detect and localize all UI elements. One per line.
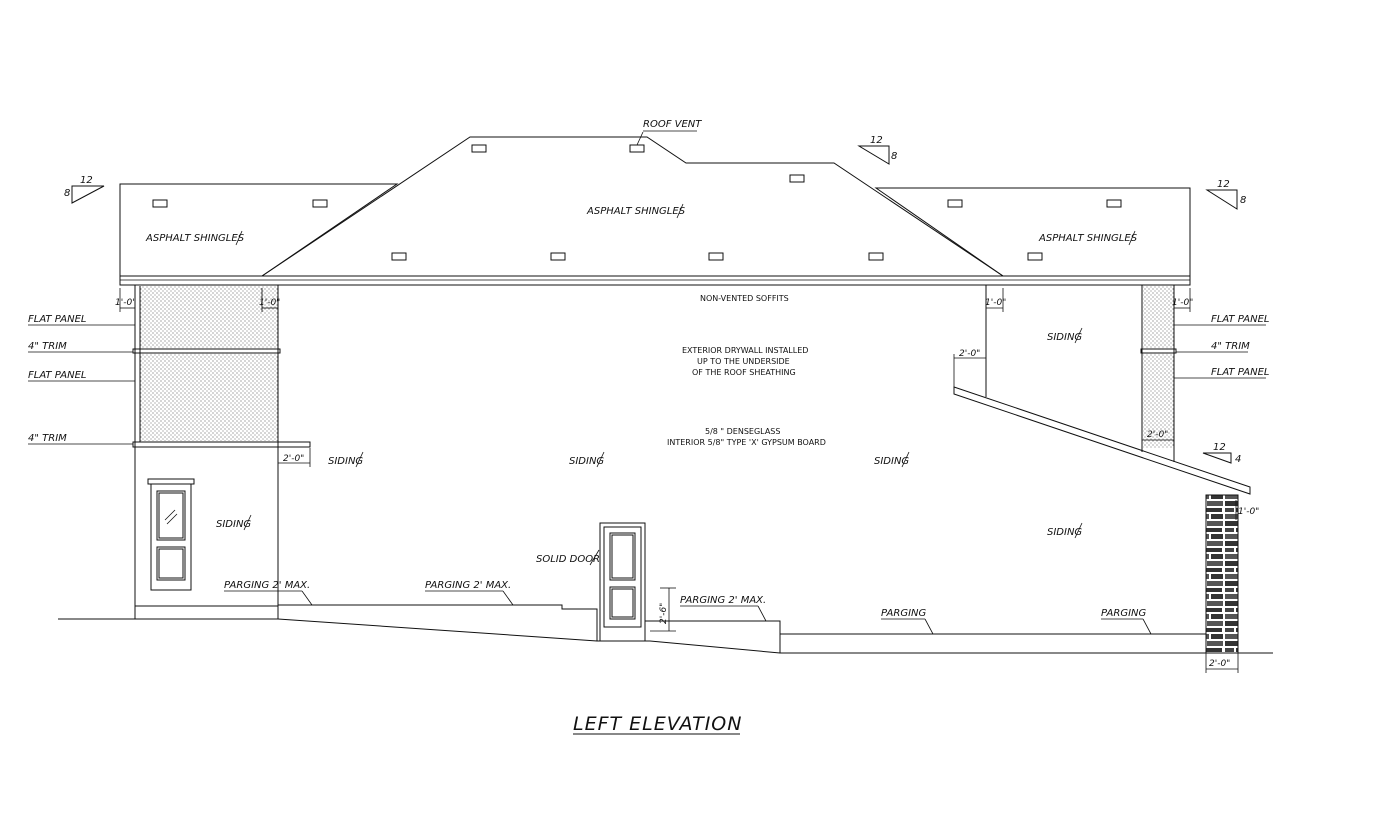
asphalt-shingles-left-label: ASPHALT SHINGLES — [145, 233, 245, 244]
parging-label: PARGING 2' MAX. — [224, 580, 310, 591]
asphalt-shingles-center-label: ASPHALT SHINGLES — [586, 206, 686, 217]
svg-text:1'-0": 1'-0" — [1238, 507, 1259, 517]
dimension-right-panel: 2'-0" — [1142, 430, 1174, 441]
fascia — [119, 275, 1191, 286]
flat-panel-left-lower-label: FLAT PANEL — [28, 370, 86, 381]
dimension-step-height: 2'-6" — [650, 587, 676, 632]
svg-text:8: 8 — [891, 151, 897, 162]
slope-indicator-porch: 12 4 — [1202, 442, 1241, 465]
siding-label: SIDING — [1047, 332, 1082, 343]
flat-panel-right-upper — [1143, 286, 1174, 348]
svg-text:OF THE ROOF SHEATHING: OF THE ROOF SHEATHING — [692, 368, 796, 377]
solid-door-label: SOLID DOOR — [536, 554, 600, 565]
siding-label: SIDING — [328, 456, 363, 467]
dimension-column-overhang: 1'-0" — [1235, 500, 1259, 520]
dimension-porch-offset: 2'-0" — [953, 349, 986, 387]
roof-vents — [152, 144, 1122, 261]
flat-panel-left-upper — [140, 286, 278, 348]
drywall-note: EXTERIOR DRYWALL INSTALLED UP TO THE UND… — [682, 346, 808, 377]
dimension-trim-projection: 2'-0" — [278, 448, 311, 467]
siding-label: SIDING — [216, 519, 251, 530]
svg-text:4: 4 — [1235, 454, 1241, 465]
svg-text:8: 8 — [64, 188, 70, 199]
flat-panel-right-lower-label: FLAT PANEL — [1211, 367, 1269, 378]
svg-text:1'-0": 1'-0" — [115, 298, 136, 308]
parging-label: PARGING — [881, 608, 927, 619]
slope-indicator-center: 12 8 — [857, 135, 897, 165]
svg-text:8: 8 — [1240, 195, 1246, 206]
sheathing-note: 5/8 " DENSEGLASS INTERIOR 5/8" TYPE 'X' … — [667, 427, 826, 447]
trim-left-lower-label: 4" TRIM — [28, 433, 67, 444]
stone-column — [1205, 494, 1239, 654]
svg-text:12: 12 — [870, 135, 883, 146]
flat-panel-right-upper-label: FLAT PANEL — [1211, 314, 1269, 325]
siding-label: SIDING — [874, 456, 909, 467]
trim-right — [1140, 348, 1177, 354]
svg-text:1'-0": 1'-0" — [985, 298, 1006, 308]
drawing-title: LEFT ELEVATION — [573, 713, 742, 735]
svg-text:12: 12 — [1213, 442, 1226, 453]
window-left — [147, 478, 195, 591]
dimension-overhang-left-inner: 1'-0" — [259, 288, 280, 312]
dimension-overhang-right-inner: 1'-0" — [985, 288, 1006, 312]
flat-panel-left-upper-label: FLAT PANEL — [28, 314, 86, 325]
svg-text:2'-0": 2'-0" — [283, 454, 304, 464]
walls — [132, 285, 1251, 654]
svg-text:2'-0": 2'-0" — [959, 349, 980, 359]
roof-vent-label: ROOF VENT — [643, 119, 702, 130]
dimension-overhang-right: 1'-0" — [1172, 288, 1193, 312]
flat-panel-left-lower — [140, 354, 278, 441]
parging-label: PARGING 2' MAX. — [425, 580, 511, 591]
svg-text:2'-6": 2'-6" — [659, 603, 669, 624]
svg-text:12: 12 — [80, 175, 93, 186]
svg-text:UP TO THE UNDERSIDE: UP TO THE UNDERSIDE — [697, 357, 790, 366]
right-roof-plane — [874, 187, 1191, 277]
parging-label: PARGING 2' MAX. — [680, 595, 766, 606]
left-roof-plane — [119, 183, 399, 277]
dimension-column-width: 2'-0" — [1205, 653, 1239, 673]
flat-panel-right-lower — [1143, 354, 1174, 448]
svg-text:INTERIOR 5/8" TYPE 'X' GYPSUM: INTERIOR 5/8" TYPE 'X' GYPSUM BOARD — [667, 438, 826, 447]
asphalt-shingles-right-label: ASPHALT SHINGLES — [1038, 233, 1138, 244]
svg-text:1'-0": 1'-0" — [259, 298, 280, 308]
soffit-note: NON-VENTED SOFFITS — [700, 294, 789, 303]
dimension-overhang-left: 1'-0" — [115, 288, 136, 312]
grade-and-foundation — [58, 604, 1273, 654]
trim-left-lower — [132, 441, 311, 448]
svg-text:1'-0": 1'-0" — [1172, 298, 1193, 308]
slope-indicator-right: 12 8 — [1205, 179, 1246, 210]
trim-left-upper-label: 4" TRIM — [28, 341, 67, 352]
roof — [119, 136, 1191, 286]
svg-text:EXTERIOR DRYWALL INSTALLED: EXTERIOR DRYWALL INSTALLED — [682, 346, 808, 355]
svg-text:12: 12 — [1217, 179, 1230, 190]
svg-text:2'-0": 2'-0" — [1147, 430, 1168, 440]
solid-door — [599, 522, 646, 642]
svg-text:5/8 " DENSEGLASS: 5/8 " DENSEGLASS — [705, 427, 780, 436]
porch-roof — [953, 386, 1251, 495]
siding-label: SIDING — [569, 456, 604, 467]
svg-text:2'-0": 2'-0" — [1209, 659, 1230, 669]
siding-label: SIDING — [1047, 527, 1082, 538]
parging-label: PARGING — [1101, 608, 1147, 619]
trim-left-upper — [132, 348, 281, 354]
slope-indicator-left: 12 8 — [64, 175, 105, 204]
trim-right-label: 4" TRIM — [1211, 341, 1250, 352]
